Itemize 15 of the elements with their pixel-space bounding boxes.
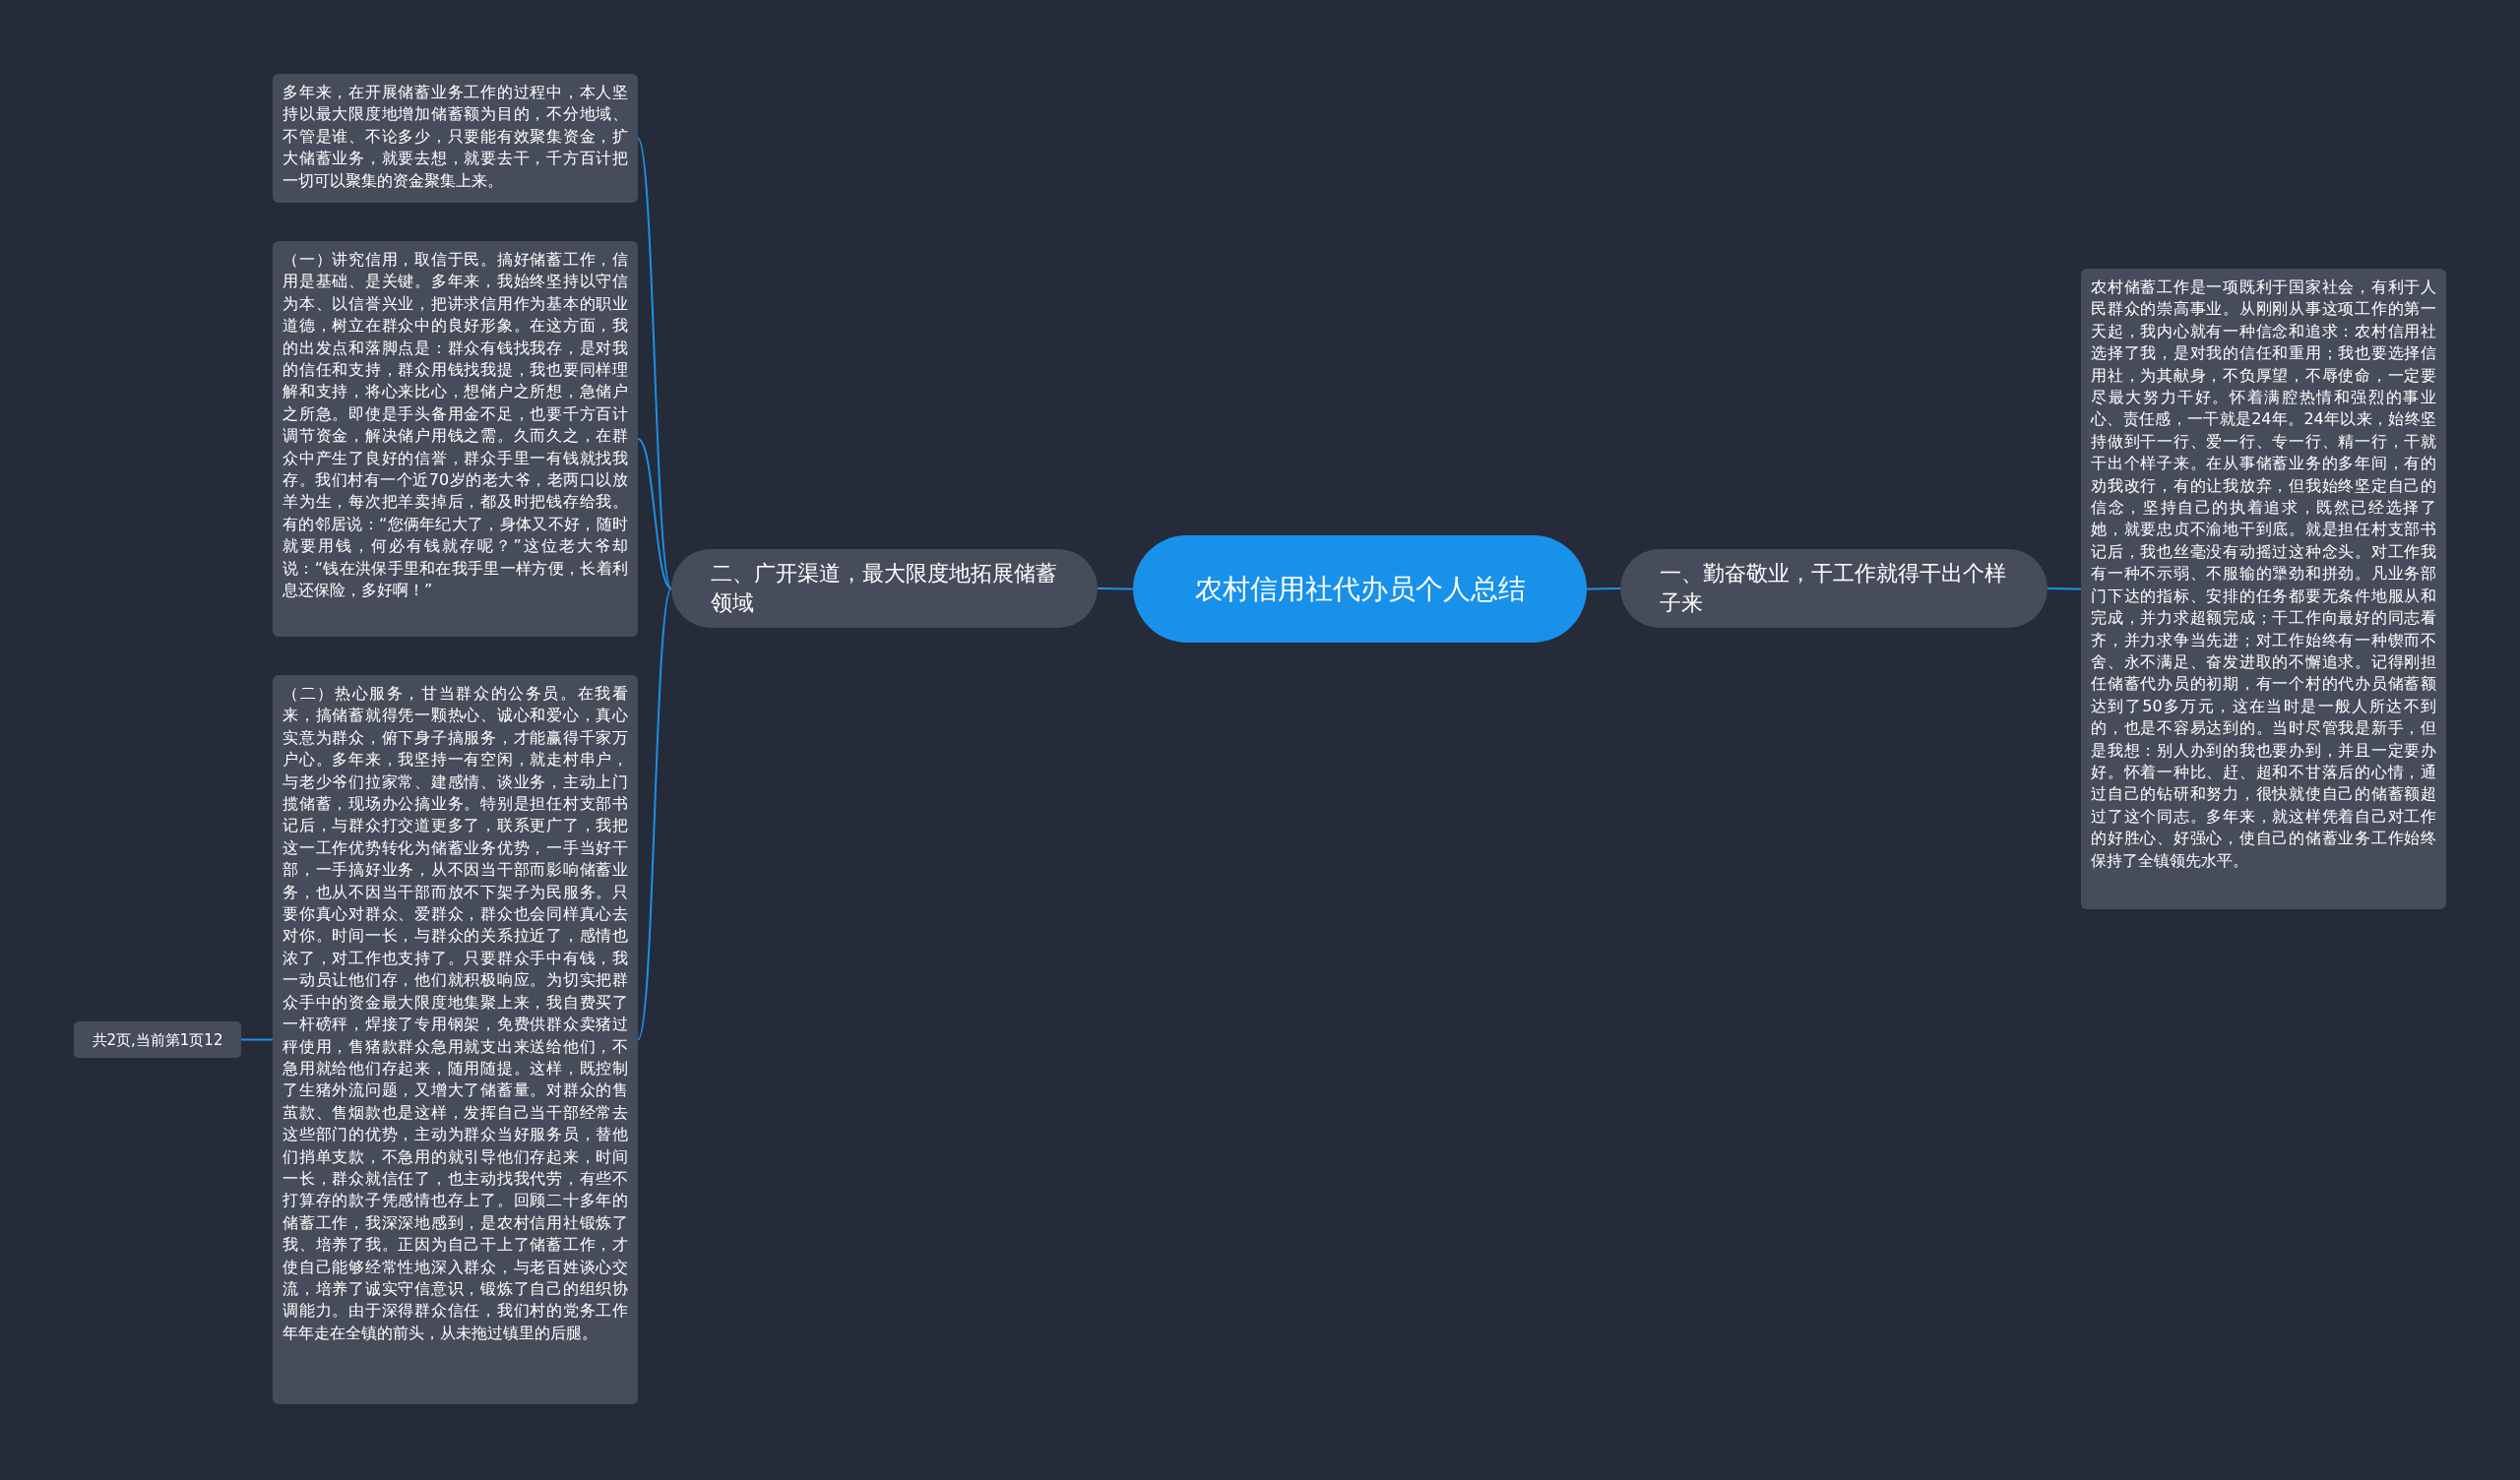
text-card: 多年来，在开展储蓄业务工作的过程中，本人坚持以最大限度地增加储蓄额为目的，不分地域、不管是谁、不论多少，只要能有效聚集资金，扩大储蓄业务，就要去想，就要去干，千方百计把一切可以聚集的资金聚集上来。 [273,74,638,203]
text-card: 农村储蓄工作是一项既利于国家社会，有利于人民群众的崇高事业。从刚刚从事这项工作的第一天起，我内心就有一种信念和追求：农村信用社选择了我，是对我的信任和重用；我也要选择信用社，为其献身，不负厚望，不辱使命，一定要尽最大努力干好。怀着满腔热情和强烈的事业心、责任感，一干就是24年。24年以来，始终坚持做到干一行、爱一行、专一行、精一行，干就干出个样子来。在从事储蓄业务的多年间，有的劝我改行，有的让我放弃，但我始终坚定自己的信念，坚持自己的执着追求，既然已经选择了她，就要忠贞不渝地干到底。就是担任村支部书记后，我也丝毫没有动摇过这种念头。对工作我有一种不示弱、不服输的犟劲和拼劲。凡业务部门下达的指标、安排的任务都要无条件地服从和完成，并力求超额完成；干工作向最好的同志看齐，并力求争当先进；对工作始终有一种锲而不舍、永不满足、奋发进取的不懈追求。记得刚担任储蓄代办员的初期，有一个村的代办员储蓄额达到了50多万元，这在当时是一般人所达不到的，也是不容易达到的。当时尽管我是新手，但是我想：别人办到的我也要办到，并且一定要办好。怀着一种比、赶、超和不甘落后的心情，通过自己的钻研和努力，很快就使自己的储蓄额超过了这个同志。多年来，就这样凭着自己对工作的好胜心、好强心，使自己的储蓄业务工作始终保持了全镇领先水平。 [2081,269,2446,909]
page-indicator: 共2页,当前第1页12 [74,1021,241,1058]
connector-line [637,438,672,589]
connector-line [1586,587,1621,590]
text-card: （一）讲究信用，取信于民。搞好储蓄工作，信用是基础、是关键。多年来，我始终坚持以守信为本、以信誉兴业，把讲求信用作为基本的职业道德，树立在群众中的良好形象。在这方面，我的出发点和落脚点是：群众有钱找我存，是对我的信任和支持，群众用钱找我提，我也要同样理解和支持，将心来比心，想储户之所想，急储户之所急。即使是手头备用金不足，也要千方百计调节资金，解决储户用钱之需。久而久之，在群众中产生了良好的信誉，群众手里一有钱就找我存。我们村有一个近70岁的老大爷，老两口以放羊为生，每次把羊卖掉后，都及时把钱存给我。有的邻居说：“您俩年纪大了，身体又不好，随时就要用钱，何必有钱就存呢？”这位老大爷却说：“钱在洪保手里和在我手里一样方便，长着利息还保险，多好啊！” [273,241,638,637]
text-card: （二）热心服务，甘当群众的公务员。在我看来，搞储蓄就得凭一颗热心、诚心和爱心，真心实意为群众，俯下身子搞服务，才能赢得千家万户心。多年来，我坚持一有空闲，就走村串户，与老少爷们拉家常、建感情、谈业务，主动上门揽储蓄，现场办公搞业务。特别是担任村支部书记后，与群众打交道更多了，联系更广了，我把这一工作优势转化为储蓄业务优势，一手当好干部，一手搞好业务，从不因当干部而影响储蓄业务，也从不因当干部而放不下架子为民服务。只要你真心对群众、爱群众，群众也会同样真心去对你。时间一长，与群众的关系拉近了，感情也浓了，对工作也支持了。只要群众手中有钱，我一动员让他们存，他们就积极响应。为切实把群众手中的资金最大限度地集聚上来，我自费买了一杆磅秤，焊接了专用钢架，免费供群众卖猪过秤使用，售猪款群众急用就支出来送给他们，不急用就给他们存起来，随用随提。这样，既控制了生猪外流问题，又增大了储蓄量。对群众的售茧款、售烟款也是这样，发挥自己当干部经常去这些部门的优势，主动为群众当好服务员，替他们捎单支款，不急用的就引导他们存起来，时间一长，群众就信任了，也主动找我代劳，有些不打算存的款子凭感情也存上了。回顾二十多年的储蓄工作，我深深地感到，是农村信用社锻炼了我、培养了我。正因为自己干上了储蓄工作，才使自己能够经常性地深入群众，与老百姓谈心交流，培养了诚实守信意识，锻炼了自己的组织协调能力。由于深得群众信任，我们村的党务工作年年走在全镇的前头，从未拖过镇里的后腿。 [273,675,638,1404]
connector-line [637,137,672,589]
connector-line [2047,587,2082,590]
connector-line [637,587,672,1041]
branch-topic: 二、广开渠道，最大限度地拓展储蓄领域 [671,549,1098,628]
central-topic: 农村信用社代办员个人总结 [1133,535,1587,643]
branch-topic: 一、勤奋敬业，干工作就得干出个样子来 [1620,549,2048,628]
connector-line [1097,587,1134,590]
connector-line [240,1038,274,1041]
